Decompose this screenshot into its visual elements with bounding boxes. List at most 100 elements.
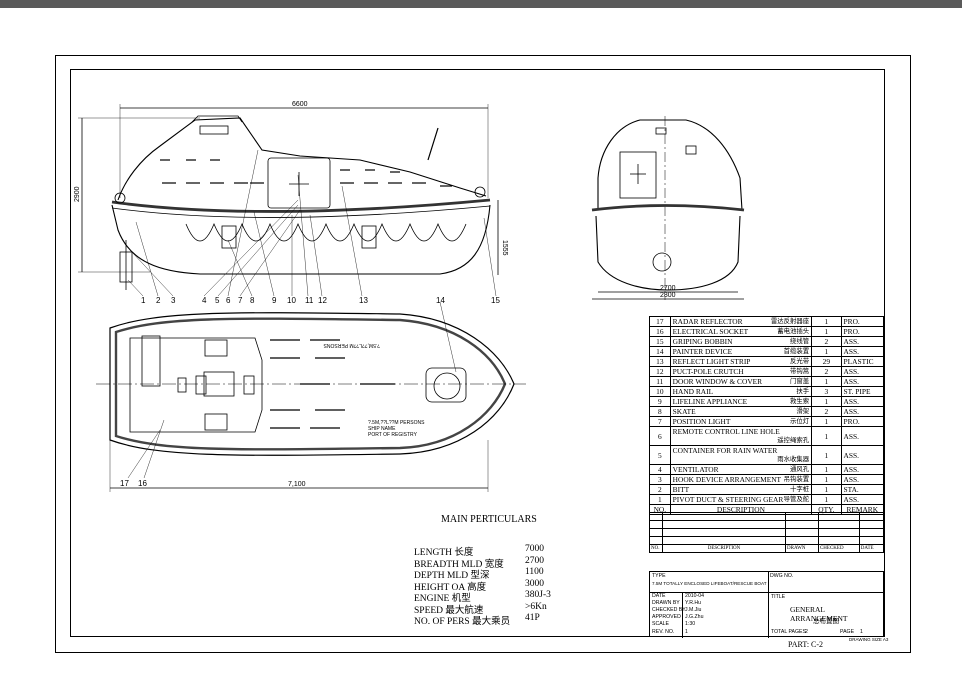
registry-text-line1: ?.5M,??L??M PERSONS xyxy=(368,420,425,426)
callout-10: 10 xyxy=(287,296,296,305)
part-qty: 1 xyxy=(811,316,842,327)
callout-9: 9 xyxy=(272,296,277,305)
title-label: TITLE xyxy=(771,594,786,600)
callout-4: 4 xyxy=(202,296,207,305)
registry-text-upper: ?.5M,??L??M PERSONS xyxy=(323,342,380,348)
part-desc-cn: 蓄电池插头 xyxy=(777,328,810,335)
part-desc-cn: 示位灯 xyxy=(789,418,810,425)
callout-1: 1 xyxy=(141,296,146,305)
part-desc-en: PIVOT DUCT & STEERING GEAR xyxy=(672,495,784,504)
part-remark: PRO. xyxy=(840,316,885,327)
part-remark: ASS. xyxy=(840,445,885,465)
rev-no-header: NO. xyxy=(649,544,663,553)
part-desc-en: GRIPING BOBBIN xyxy=(672,337,733,346)
particular-value: 3000 xyxy=(525,578,544,589)
date-label: DATE xyxy=(652,593,666,599)
total-pages-value: 2 xyxy=(805,629,808,635)
part-no: 15 xyxy=(649,336,671,347)
part-remark: PRO. xyxy=(840,326,885,337)
part-qty: 1 xyxy=(811,445,842,465)
part-desc-en: ELECTRICAL SOCKET xyxy=(672,327,749,336)
part-desc-en: DOOR WINDOW & COVER xyxy=(672,377,763,386)
drawing-size: DRAWING SIZE A3 xyxy=(849,637,888,642)
part-desc-en: REFLECT LIGHT STRIP xyxy=(672,357,751,366)
part-desc-en: REMOTE CONTROL LINE HOLE xyxy=(672,427,780,437)
part-desc-en: SKATE xyxy=(672,407,696,416)
part-desc-cn: 门窗盖 xyxy=(789,378,810,385)
dim-end-inner: 2700 xyxy=(660,285,676,292)
part-desc-cn: 导管及舵 xyxy=(783,496,810,503)
dim-freeboard: 1555 xyxy=(501,240,508,256)
dim-length-top: 6600 xyxy=(292,101,308,108)
drawing-frame xyxy=(70,69,885,637)
dim-height-side: 2900 xyxy=(74,186,81,202)
part-description: PAINTER DEVICE 首缆装置 xyxy=(669,346,813,357)
rev-date-header: DATE xyxy=(858,544,885,553)
particular-value: 1100 xyxy=(525,567,544,577)
part-desc-en: PAINTER DEVICE xyxy=(672,347,733,356)
registry-text-line3: PORT OF REGISTRY xyxy=(368,432,418,438)
plan-callouts: 17 16 xyxy=(120,479,147,488)
drawing-sheet-border xyxy=(55,55,911,653)
part-desc-en: CONTAINER FOR RAIN WATER xyxy=(672,446,778,456)
part-no: 10 xyxy=(649,386,671,397)
part-description: ELECTRICAL SOCKET 蓄电池插头 xyxy=(669,326,813,337)
particular-value: 41P xyxy=(525,613,540,623)
dim-end-outer: 2800 xyxy=(660,292,676,299)
part-remark: ST. PIPE xyxy=(840,386,885,397)
callout-7: 7 xyxy=(238,296,243,305)
title-cn: 总布置图 xyxy=(813,618,839,625)
scale-label: SCALE xyxy=(652,621,670,627)
part-desc-cn: 吊钩装置 xyxy=(783,476,810,483)
part-qty: 2 xyxy=(811,406,842,417)
part-no: 13 xyxy=(649,356,671,367)
title-en: GENERAL ARRANGEMENT xyxy=(790,605,848,623)
revision-table: NO. DESCRIPTION DRAWN CHECKED DATE xyxy=(649,512,885,553)
part-qty: 2 xyxy=(811,336,842,347)
part-remark: ASS. xyxy=(840,376,885,387)
callout-13: 13 xyxy=(359,296,368,305)
checked-label: CHECKED BY xyxy=(652,607,686,613)
rev-value: 1 xyxy=(685,629,688,635)
part-no: 17 xyxy=(649,316,671,327)
dwg-no-label: DWG NO. xyxy=(770,573,794,579)
part-desc-cn: 雨水收集器 xyxy=(777,456,810,463)
part-qty: 1 xyxy=(811,494,842,505)
part-qty: 1 xyxy=(811,376,842,387)
part-qty: 1 xyxy=(811,416,842,427)
part-qty: 1 xyxy=(811,346,842,357)
callout-11: 11 xyxy=(305,296,314,305)
callout-16: 16 xyxy=(138,479,147,488)
callout-12: 12 xyxy=(318,296,327,305)
type-label: TYPE xyxy=(652,573,666,579)
part-no: 8 xyxy=(649,406,671,417)
part-remark: ASS. xyxy=(840,336,885,347)
page-label: PAGE xyxy=(840,629,855,635)
part-qty: 3 xyxy=(811,386,842,397)
particular-value: >6Kn xyxy=(525,601,547,612)
particular-label: DEPTH MLD 型深 xyxy=(414,571,490,581)
part-desc-cn: 十字桩 xyxy=(789,486,810,493)
page-value: 1 xyxy=(860,629,863,635)
particular-label: ENGINE 机型 xyxy=(414,594,471,604)
part-qty: 2 xyxy=(811,366,842,377)
part-remark: ASS. xyxy=(840,494,885,505)
part-desc-en: LIFELINE APPLIANCE xyxy=(672,397,748,406)
callout-17: 17 xyxy=(120,479,129,488)
part-desc-cn: 首缆装置 xyxy=(783,348,810,355)
checked-value: J.M.Jiu xyxy=(685,607,702,613)
